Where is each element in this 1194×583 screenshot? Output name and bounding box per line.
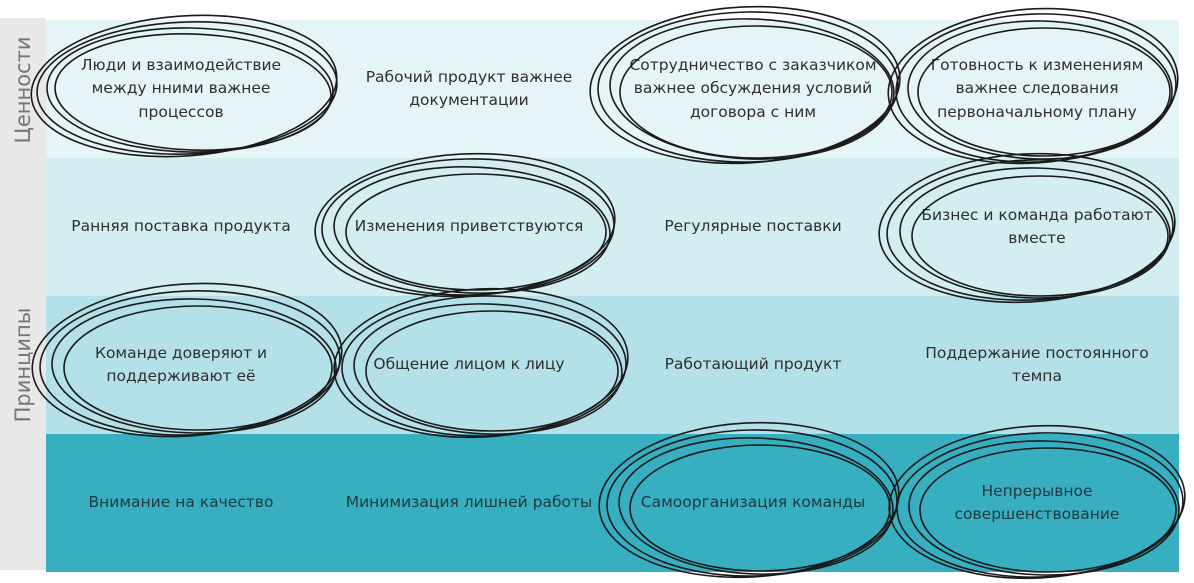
- cell-responding-to-change: Готовность к изменениям важнее следовани…: [930, 56, 1144, 121]
- cell-continuous-improvement: Непрерывное совершенствование: [954, 481, 1120, 523]
- cell-welcome-change: Изменения приветствуются: [354, 217, 584, 236]
- cell-trust-team: Команде доверяют и поддерживают её: [94, 343, 268, 385]
- cell-self-organization: Самоорганизация команды: [640, 493, 866, 512]
- cell-early-delivery: Ранняя поставка продукта: [71, 217, 291, 236]
- cell-face-to-face: Общение лицом к лицу: [373, 355, 565, 374]
- cell-minimize-waste: Минимизация лишней работы: [345, 493, 593, 512]
- cell-working-product: Работающий продукт: [664, 355, 842, 374]
- cell-people-interaction: Люди и взаимодействие между нними важнее…: [80, 56, 282, 121]
- row-principles-3: Внимание на качество Минимизация лишней …: [46, 434, 1179, 572]
- cell-regular-delivery: Регулярные поставки: [664, 217, 842, 236]
- cell-customer-collaboration: Сотрудничество с заказчиком важнее обсуж…: [629, 56, 877, 121]
- row-values: Люди и взаимодействие между нними важнее…: [46, 20, 1179, 158]
- cell-working-product-vs-docs: Рабочий продукт важнее документации: [365, 67, 573, 109]
- cell-sustainable-pace: Поддержание постоянного темпа: [925, 343, 1149, 385]
- principles-label: Принципы: [11, 307, 35, 423]
- cell-attention-quality: Внимание на качество: [88, 493, 274, 512]
- row-principles-1: Ранняя поставка продукта Изменения приве…: [46, 158, 1179, 296]
- values-label: Ценности: [11, 36, 35, 144]
- cell-business-team-together: Бизнес и команда работают вместе: [921, 205, 1153, 247]
- row-principles-2: Команде доверяют и поддерживают её Общен…: [46, 296, 1179, 434]
